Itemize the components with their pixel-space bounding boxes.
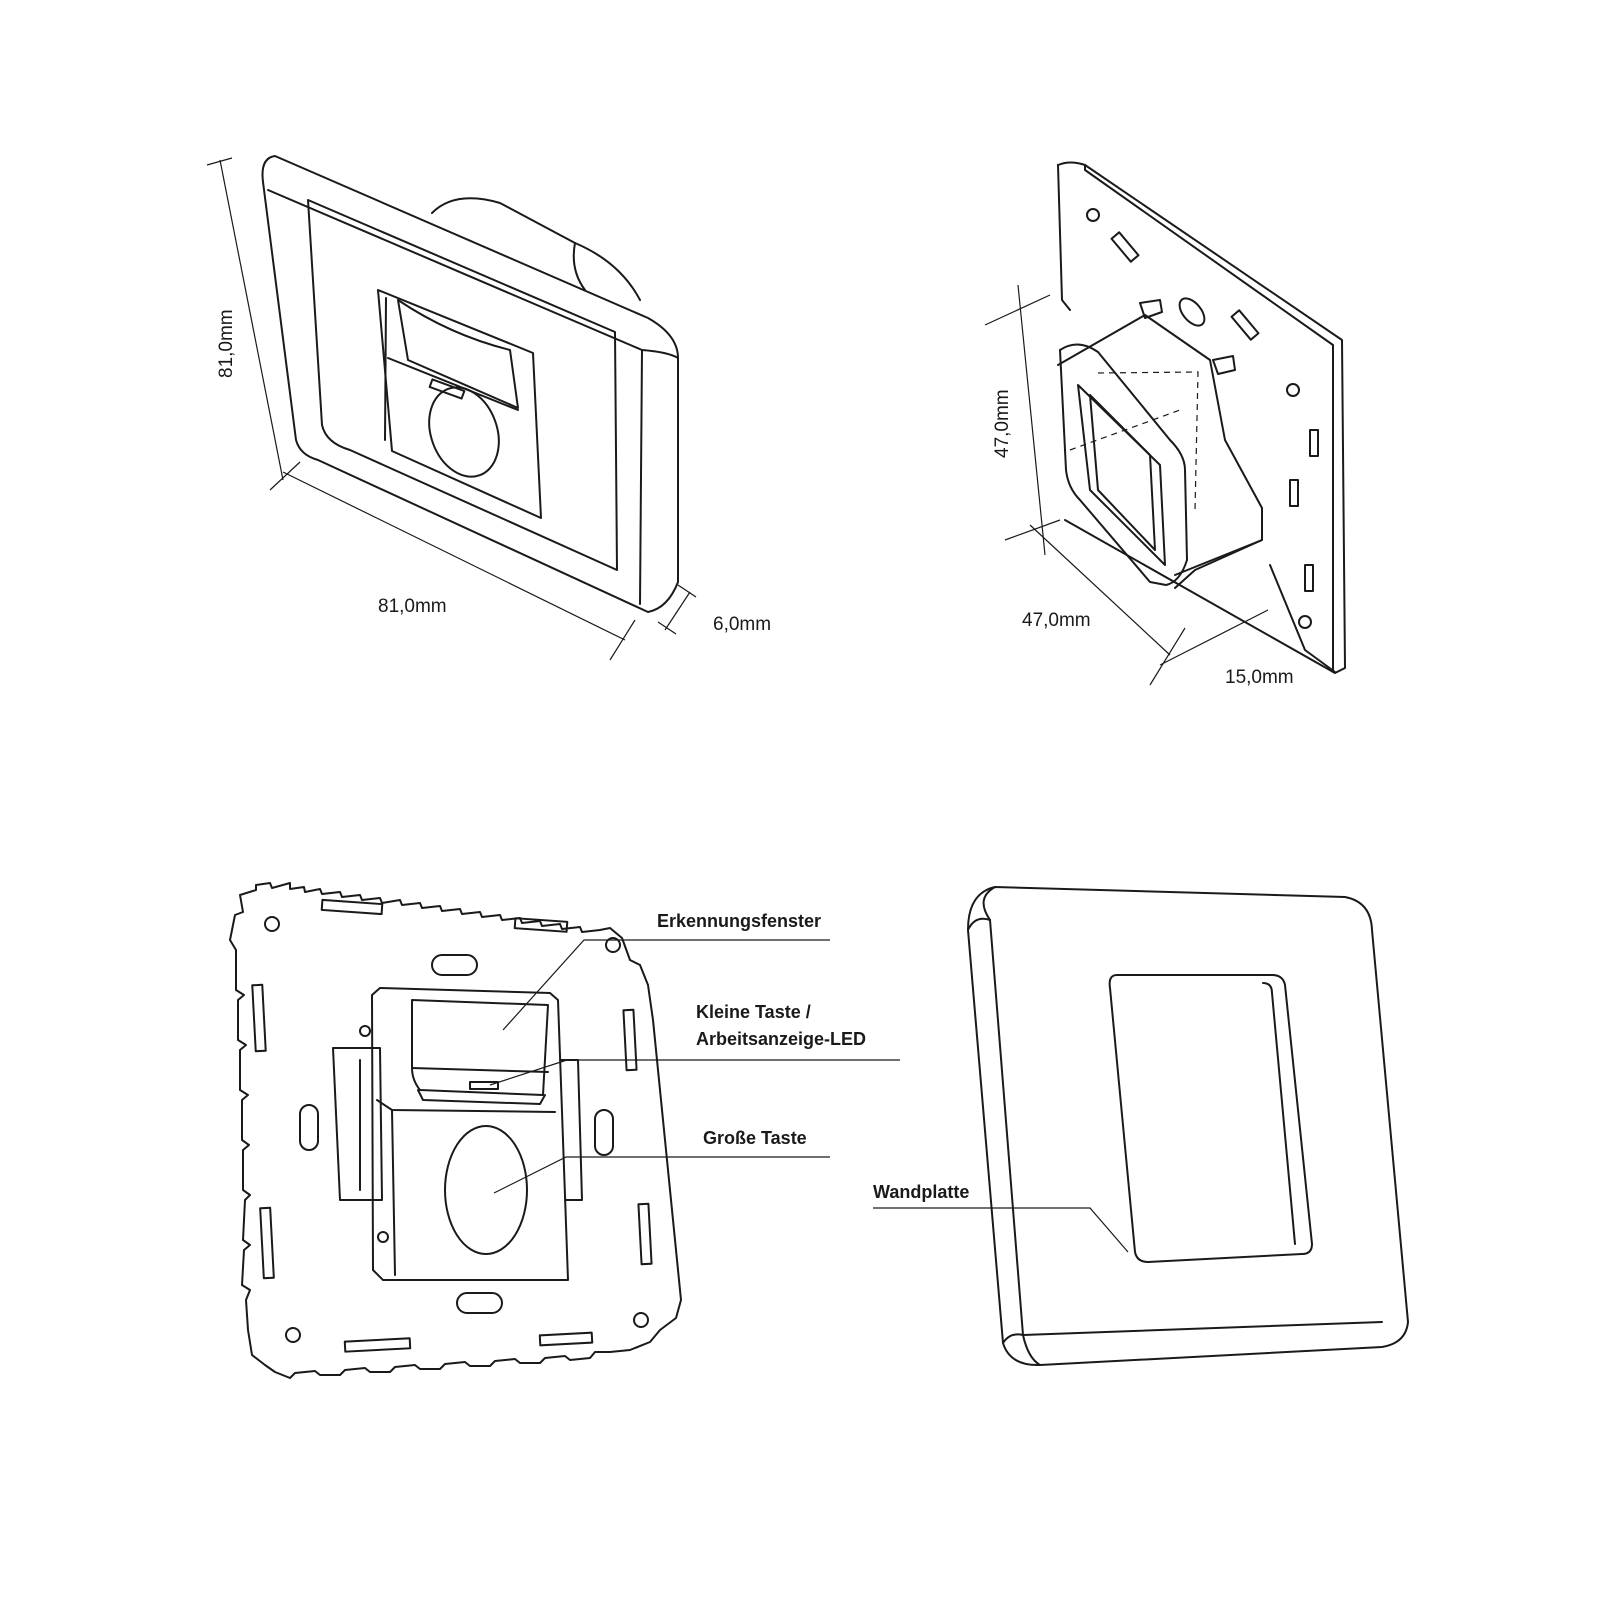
large-button-label: Große Taste (703, 1128, 807, 1148)
large-button-front (428, 386, 500, 478)
detection-window-front (397, 299, 519, 409)
wall-plate-opening (1108, 974, 1313, 1263)
front-frame-outer (261, 155, 679, 613)
mounting-frame-outline (229, 882, 682, 1379)
front-frame-inner (307, 199, 618, 571)
detection-window (411, 999, 549, 1096)
wall-plate-view (873, 886, 1409, 1367)
front-isometric-view (206, 155, 697, 661)
rear-height-dimension: 47,0mm (992, 389, 1013, 458)
front-width-dimension: 81,0mm (378, 596, 447, 617)
small-button-label: Kleine Taste / (696, 1002, 811, 1022)
status-led (469, 1081, 499, 1090)
front-height-dimension: 81,0mm (216, 309, 237, 378)
wall-plate-outer (967, 886, 1409, 1367)
detection-window-label: Erkennungsfenster (657, 911, 821, 931)
insert-mechanism-view (229, 882, 900, 1379)
led-front (428, 378, 466, 400)
sensor-module (371, 987, 569, 1281)
rear-isometric-view (984, 161, 1346, 686)
insert-body-outline (431, 197, 641, 301)
rear-module-body (1057, 314, 1263, 589)
rear-module-face (1059, 343, 1188, 586)
large-button (444, 1125, 528, 1255)
sensor-insert (377, 289, 542, 519)
rear-plate-outline (1057, 161, 1346, 674)
rear-depth-dimension: 15,0mm (1225, 667, 1294, 688)
front-depth-dimension: 6,0mm (713, 614, 771, 635)
wall-plate-label: Wandplatte (873, 1182, 969, 1202)
led-label: Arbeitsanzeige-LED (696, 1029, 866, 1049)
rear-width-dimension: 47,0mm (1022, 610, 1091, 631)
